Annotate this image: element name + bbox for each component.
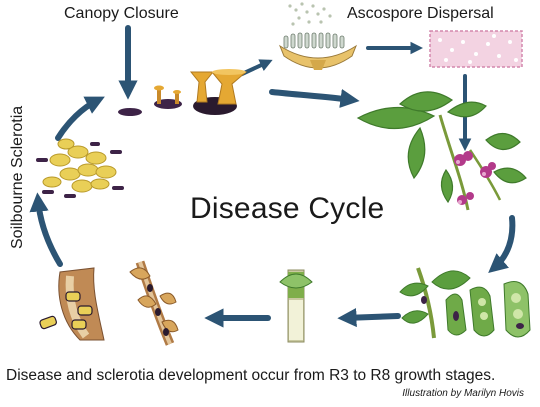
label-soilborne-sclerotia: Soilbourne Sclerotia xyxy=(9,105,26,249)
arrow-to-plant xyxy=(269,88,360,108)
stem-lesion-icon xyxy=(279,269,313,343)
label-canopy-closure: Canopy Closure xyxy=(64,5,179,22)
diagram-title: Disease Cycle xyxy=(190,192,385,225)
soil-sclerotia-icon xyxy=(36,138,124,198)
infected-pod-icon xyxy=(399,267,531,339)
flowering-soybean-icon xyxy=(356,91,527,211)
apothecium-section-icon xyxy=(278,2,358,70)
cycle-arrows xyxy=(29,25,516,328)
illustration-credit: Illustration by Marilyn Hovis xyxy=(402,388,524,399)
arrow-pods-to-stem xyxy=(337,307,401,328)
caption: Disease and sclerotia development occur … xyxy=(6,367,496,384)
apothecia-icon xyxy=(118,69,248,116)
sclerotia-stem-icon xyxy=(39,260,179,346)
label-ascospore-dispersal: Ascospore Dispersal xyxy=(347,5,494,22)
arrow-up-left-side xyxy=(29,192,63,267)
arrow-plant-to-pods xyxy=(488,215,516,274)
ascospore-icon xyxy=(429,30,523,68)
arrow-soil-to-germination xyxy=(55,96,105,141)
